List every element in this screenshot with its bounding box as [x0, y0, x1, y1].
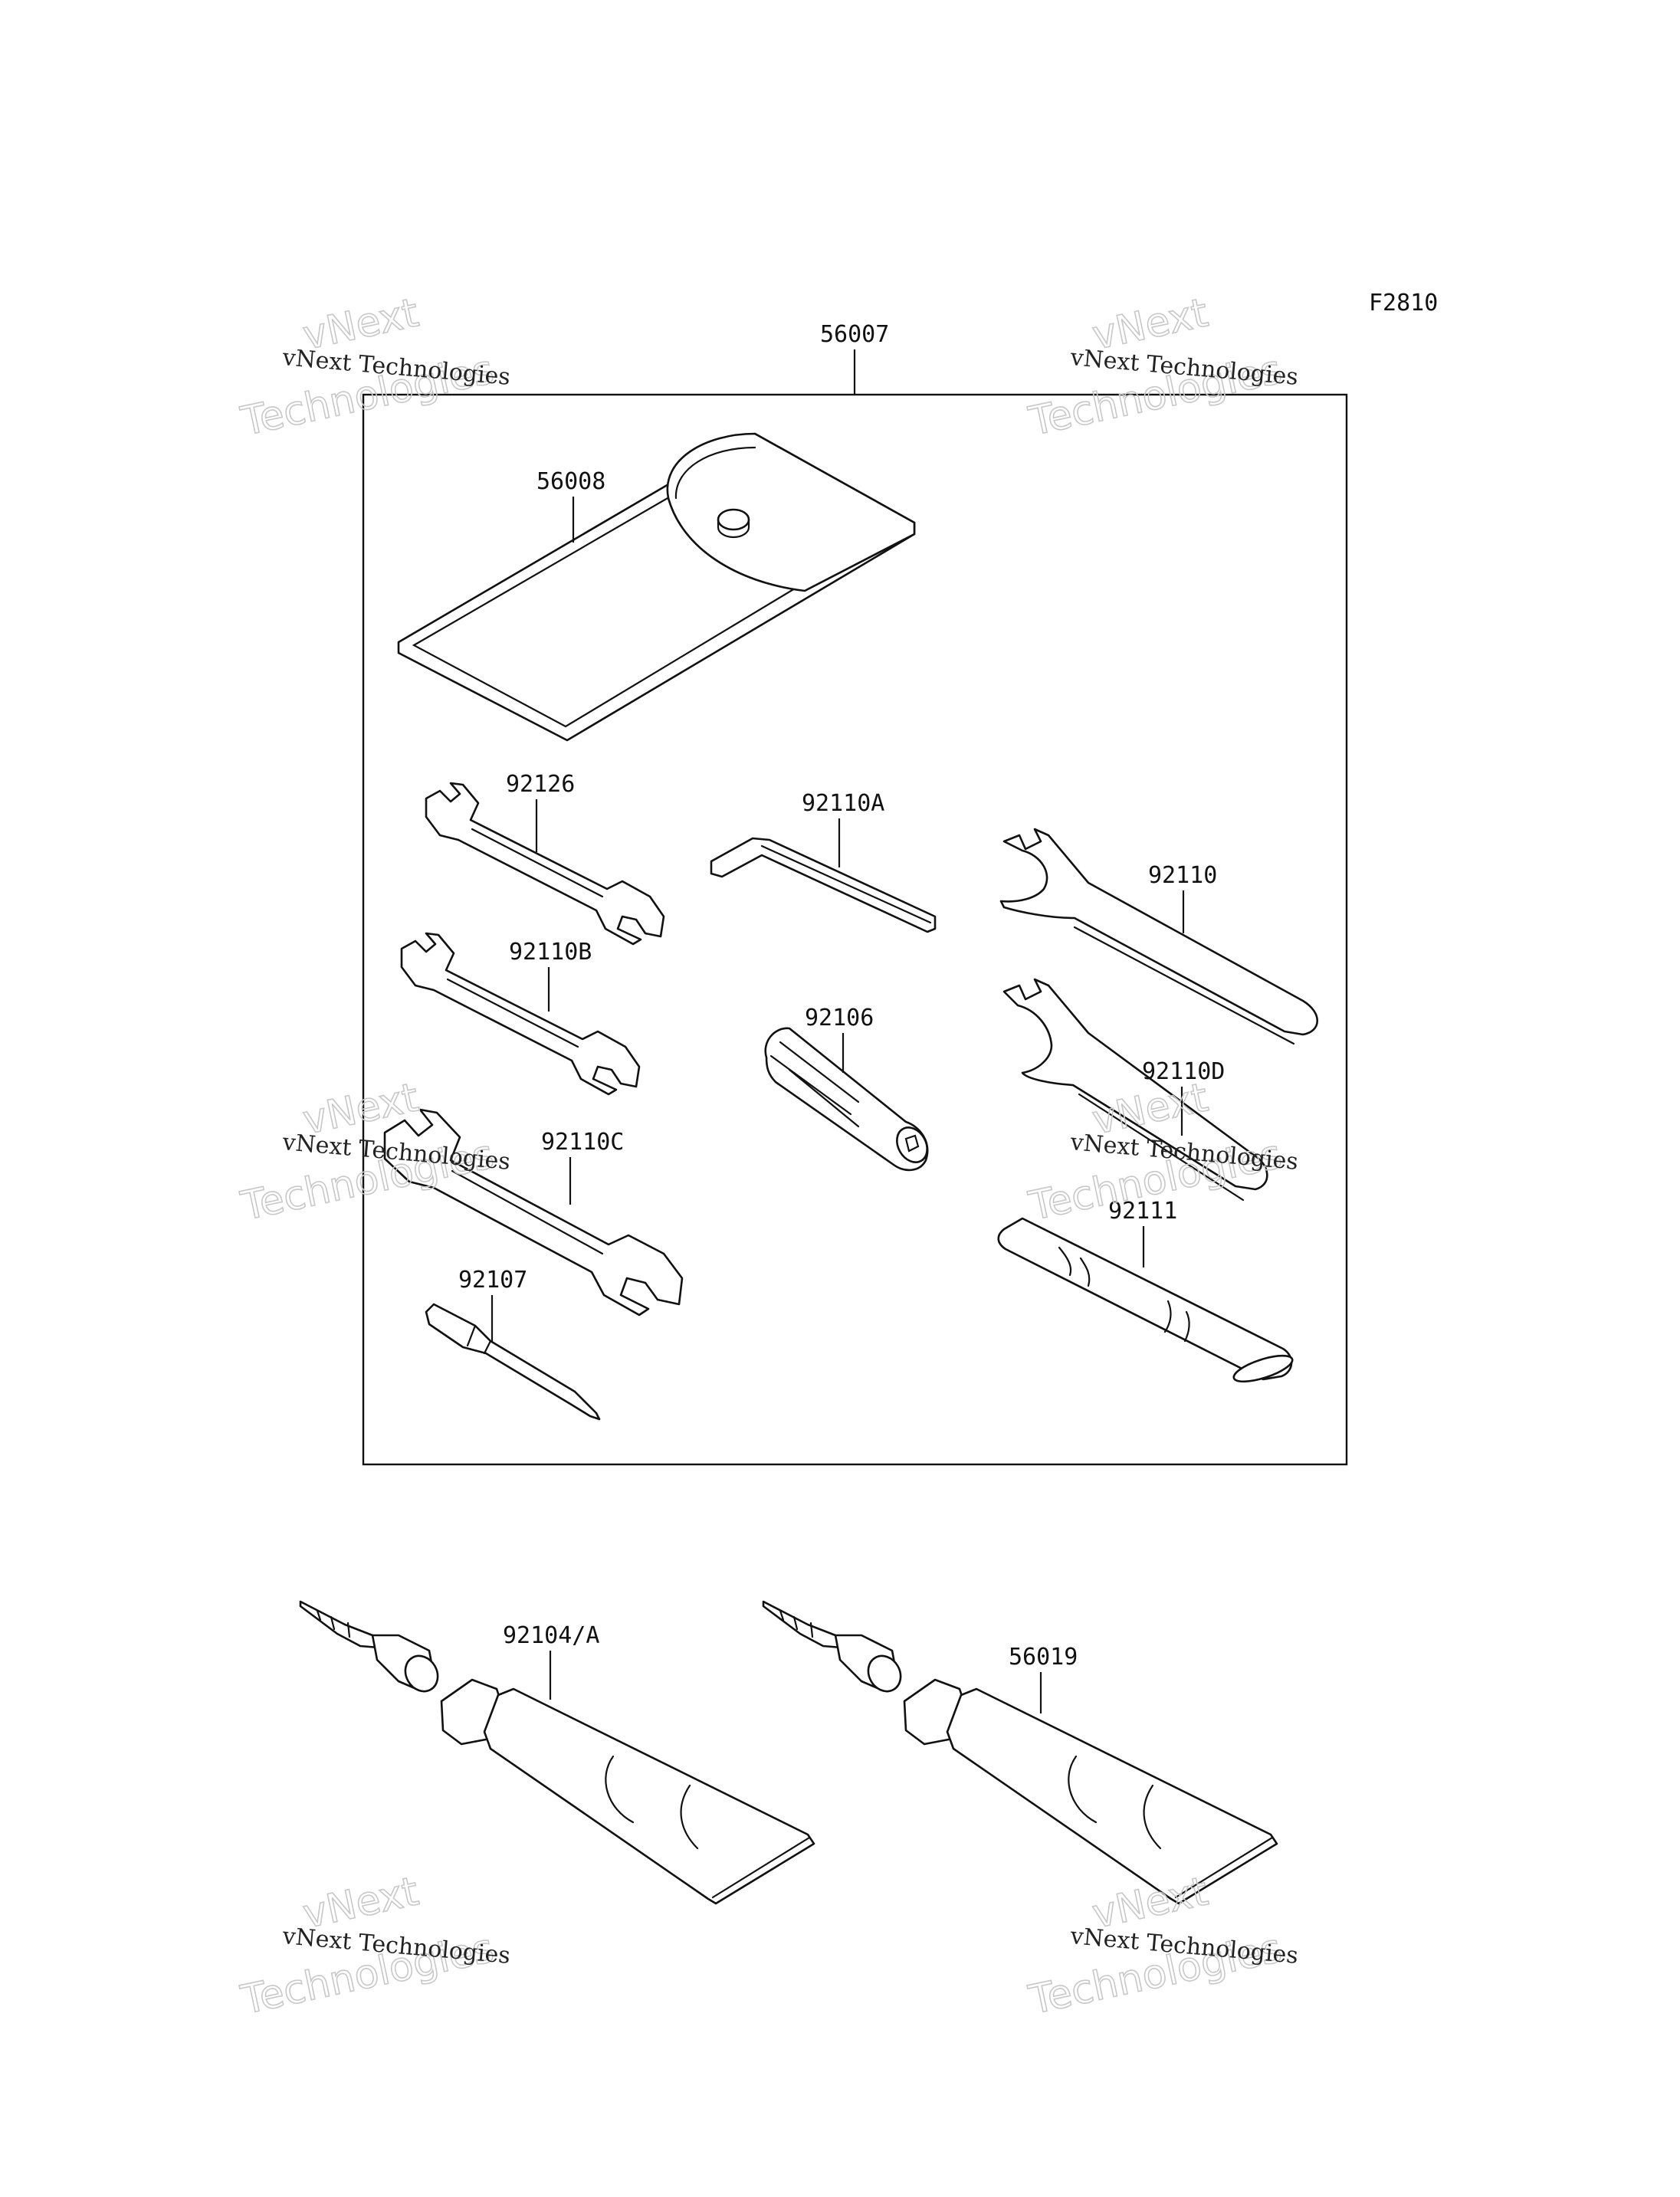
- label-hex-key: 92110A: [802, 790, 884, 817]
- wrench-92110c: 92110C: [383, 1108, 684, 1317]
- label-wrench-92126: 92126: [506, 771, 575, 798]
- wrench-92126: 92126: [425, 771, 665, 946]
- label-hook-wrench: 92110: [1148, 862, 1217, 889]
- label-hook-wrench-d: 92110D: [1142, 1058, 1225, 1085]
- wrench-92110b: 92110B: [400, 932, 641, 1096]
- label-wrench-92110c: 92110C: [541, 1129, 624, 1156]
- grease-tube-b: 56019: [762, 1600, 1278, 1905]
- kit-box: [362, 393, 1348, 1466]
- watermark-bottom-right: vNext Technologies vNext Technologies: [1024, 1868, 1299, 2025]
- hook-wrench-d: 92110D: [1002, 978, 1268, 1202]
- hook-wrench: 92110: [999, 828, 1318, 1045]
- label-pouch: 56008: [536, 468, 605, 495]
- label-grease-tube-a: 92104/A: [503, 1622, 599, 1649]
- tool-pouch: 56008: [397, 432, 916, 742]
- screwdriver-bit: 92107: [425, 1267, 601, 1421]
- label-wrench-92110b: 92110B: [509, 939, 592, 966]
- driver-handle: 92106: [764, 1005, 929, 1172]
- hex-key: 92110A: [710, 790, 937, 933]
- watermark-top-left: vNext Technologies vNext Technologies: [236, 290, 511, 446]
- kit-label: 56007: [820, 321, 889, 348]
- label-driver-handle: 92106: [805, 1005, 874, 1031]
- label-screwdriver-bit: 92107: [458, 1267, 527, 1294]
- extension-bar: 92111: [997, 1198, 1294, 1383]
- label-extension-bar: 92111: [1108, 1198, 1177, 1225]
- label-grease-tube-b: 56019: [1009, 1644, 1078, 1671]
- watermark-bottom-left: vNext Technologies vNext Technologies: [236, 1868, 511, 2025]
- watermark-top-right: vNext Technologies vNext Technologies: [1024, 290, 1299, 446]
- figure-code: F2810: [1369, 290, 1438, 316]
- grease-tube-a: 92104/A: [299, 1600, 815, 1905]
